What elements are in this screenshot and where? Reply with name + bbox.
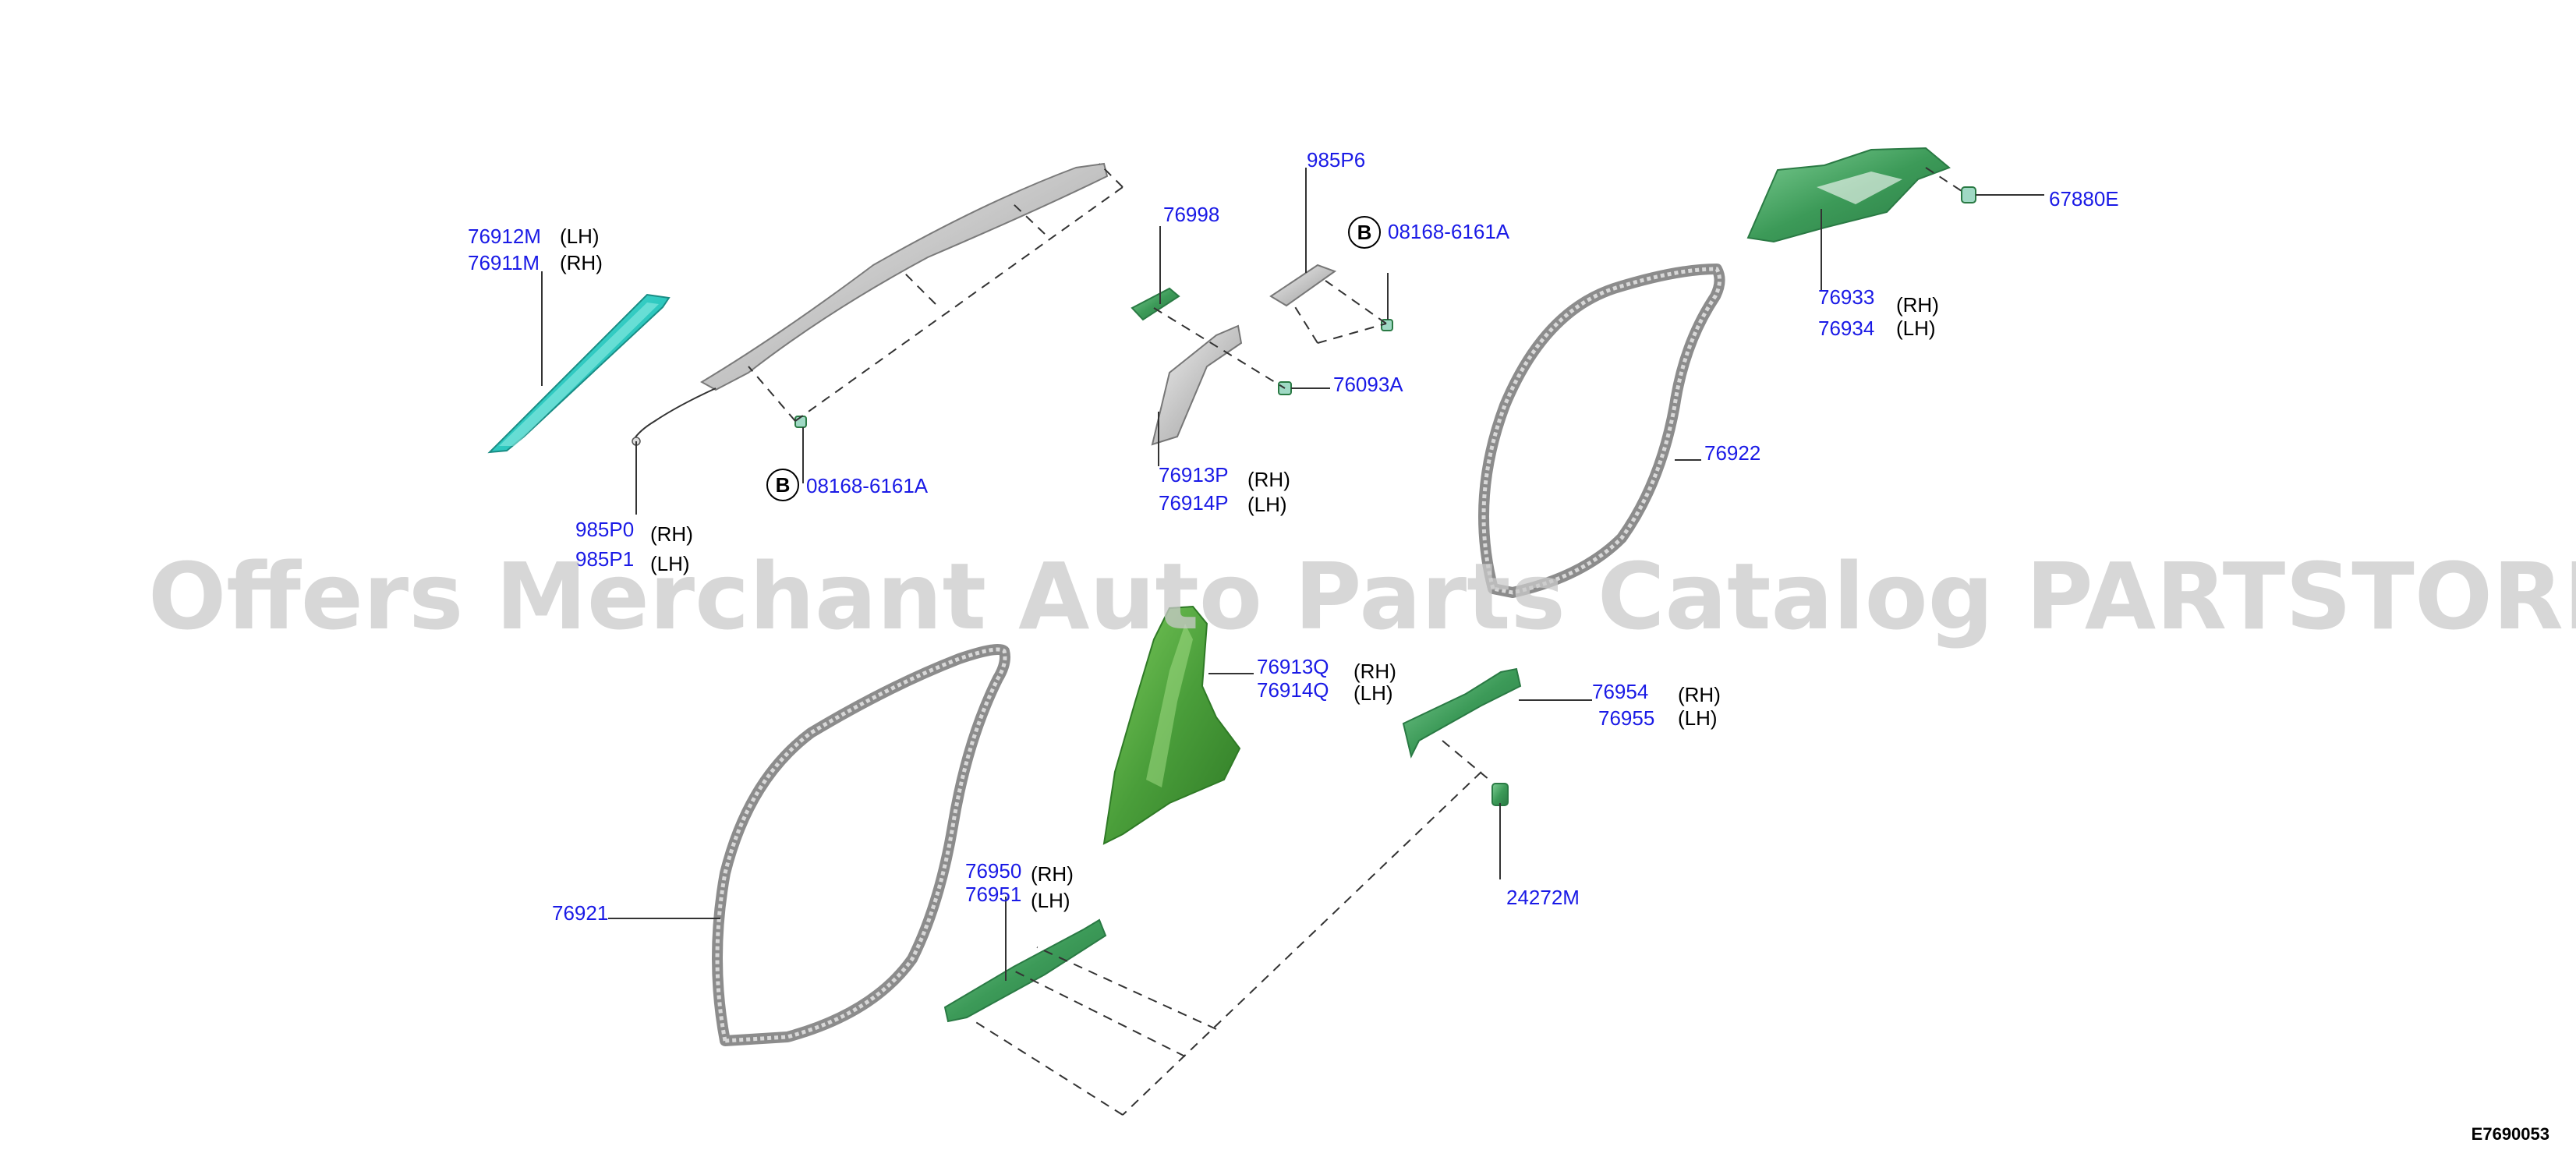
callout-q-part[interactable]: 76914Q	[1257, 678, 1329, 702]
callout-g-part[interactable]: 985P6	[1307, 148, 1365, 172]
callout-k-part[interactable]: 76914P	[1159, 491, 1229, 515]
front-door-weatherstrip[interactable]	[712, 644, 1010, 1046]
lower-b-pillar-highlight	[1146, 624, 1193, 787]
callout-t-part[interactable]: 24272M	[1506, 886, 1580, 909]
callout-l-part[interactable]: 76933	[1818, 285, 1874, 309]
callout-w-part[interactable]: 76951	[965, 883, 1021, 906]
callout-d-side: (LH)	[650, 552, 690, 575]
svg-text:B: B	[776, 473, 791, 497]
callout-b-side: (RH)	[560, 251, 603, 274]
callout-h-part[interactable]: 08168-6161A	[1388, 220, 1510, 243]
callout-f-part[interactable]: 76998	[1163, 203, 1219, 226]
callout-j-part[interactable]: 76913P	[1159, 463, 1229, 487]
callout-m-side: (LH)	[1896, 317, 1936, 340]
bracket-985p6-part[interactable]	[1269, 264, 1337, 307]
quarter-trim-panel	[1817, 172, 1902, 204]
clip-76998-part[interactable]	[1131, 287, 1180, 321]
callout-j-side: (RH)	[1247, 468, 1290, 491]
a-pillar-trim-shade	[499, 303, 659, 446]
callout-p-part[interactable]: 76913Q	[1257, 655, 1329, 678]
callout-i-part[interactable]: 76093A	[1333, 373, 1403, 396]
callout-r-part[interactable]: 76954	[1592, 680, 1648, 703]
callout-p-side: (RH)	[1353, 660, 1396, 683]
callout-s-part[interactable]: 76955	[1598, 706, 1654, 730]
callout-labels: 76912M (LH) 76911M (RH) 985P0 (RH) 985P1…	[468, 148, 2119, 925]
callout-v-part[interactable]: 76950	[965, 859, 1021, 883]
callout-u-part[interactable]: 76921	[552, 901, 608, 925]
callout-d-part[interactable]: 985P1	[575, 547, 634, 571]
leader-lines	[541, 168, 2044, 981]
upper-b-pillar-part[interactable]	[1151, 324, 1243, 446]
callout-v-side: (RH)	[1031, 862, 1074, 886]
b-marker-left: B	[766, 469, 799, 501]
callout-a-side: (LH)	[560, 225, 600, 248]
callout-c-part[interactable]: 985P0	[575, 518, 634, 541]
callout-w-side: (LH)	[1031, 889, 1070, 912]
callout-l-side: (RH)	[1896, 293, 1939, 317]
assembly-dashed-lines	[748, 163, 1962, 1116]
callout-b-part[interactable]: 76911M	[468, 251, 540, 274]
callout-n-part[interactable]: 67880E	[2049, 187, 2119, 211]
watermark-text: Offers Merchant Auto Parts Catalog PARTS…	[148, 543, 2576, 650]
callout-c-side: (RH)	[650, 522, 693, 546]
curtain-airbag-part[interactable]	[700, 162, 1109, 391]
svg-text:B: B	[1357, 221, 1372, 244]
diagram-code: E7690053	[2472, 1124, 2549, 1144]
callout-q-side: (LH)	[1353, 681, 1393, 705]
front-scuff-plate-part[interactable]	[943, 918, 1107, 1023]
callout-a-part[interactable]: 76912M	[468, 225, 541, 248]
callout-m-part[interactable]: 76934	[1818, 317, 1874, 340]
front-door-weatherstrip-inner	[715, 647, 1007, 1043]
clip-67880e[interactable]	[1961, 186, 1976, 203]
rear-door-weatherstrip-inner	[1481, 267, 1721, 595]
callout-s-side: (LH)	[1678, 706, 1718, 730]
clip-24272m[interactable]	[1491, 783, 1509, 806]
curtain-airbag-wire	[632, 387, 717, 441]
callout-e-part[interactable]: 08168-6161A	[806, 474, 929, 497]
callout-k-side: (LH)	[1247, 493, 1287, 516]
callout-r-side: (RH)	[1678, 683, 1721, 706]
callout-o-part[interactable]: 76922	[1704, 441, 1760, 465]
b-marker-right: B	[1348, 216, 1381, 249]
rear-scuff-plate-part[interactable]	[1402, 667, 1522, 759]
